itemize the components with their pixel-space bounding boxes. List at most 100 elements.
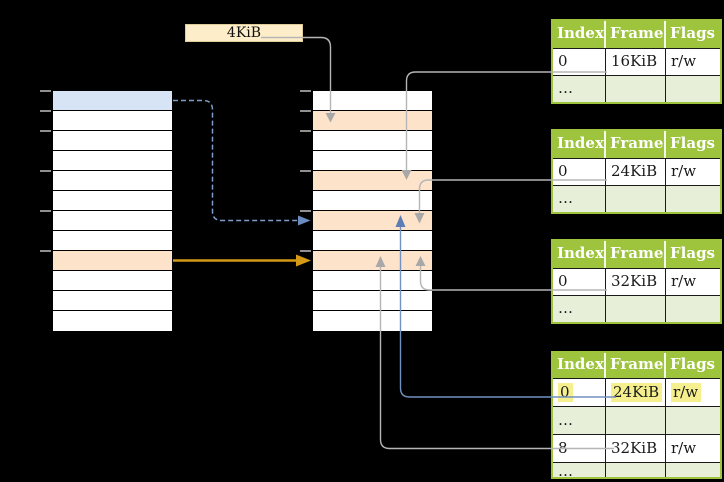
connector-left-blue-row-arrow bbox=[173, 99, 311, 226]
memory-row bbox=[53, 211, 172, 231]
page-table-cell: 0 bbox=[553, 49, 606, 75]
address-tick bbox=[300, 250, 311, 252]
column-header-index: Index bbox=[553, 21, 606, 48]
memory-row bbox=[313, 151, 432, 171]
page-table-row: … bbox=[553, 75, 720, 102]
page-table-row: … bbox=[553, 462, 720, 477]
memory-row bbox=[53, 311, 172, 331]
address-tick bbox=[300, 110, 311, 112]
column-header-frame: Frame bbox=[606, 353, 666, 378]
page-table-cell: 32KiB bbox=[606, 269, 666, 295]
memory-row bbox=[53, 271, 172, 291]
page-table-row: … bbox=[553, 185, 720, 212]
page-table-cell bbox=[666, 296, 720, 322]
page-table-cell bbox=[606, 186, 666, 212]
memory-row-blue bbox=[53, 91, 172, 111]
column-header-frame: Frame bbox=[606, 131, 666, 158]
memory-row bbox=[53, 291, 172, 311]
page-table-cell: 0 bbox=[553, 269, 606, 295]
column-header-flags: Flags bbox=[670, 244, 715, 262]
memory-row bbox=[313, 131, 432, 151]
address-tick bbox=[300, 210, 311, 212]
column-header-flags: Flags bbox=[670, 134, 715, 152]
column-header-index: Index bbox=[553, 241, 606, 268]
memory-row bbox=[53, 191, 172, 211]
page-table-cell: … bbox=[553, 296, 606, 322]
page-table-cell bbox=[606, 296, 666, 322]
memory-row bbox=[53, 151, 172, 171]
column-header-frame: Frame bbox=[606, 241, 666, 268]
column-header-flags: Flags bbox=[670, 355, 715, 373]
highlighted-value: 24KiB bbox=[611, 383, 663, 402]
connector-left-orange-row-arrow bbox=[173, 254, 311, 267]
page-table-cell: r/w bbox=[671, 162, 697, 180]
address-tick bbox=[40, 90, 51, 92]
page-size-label: 4KiB bbox=[185, 24, 303, 42]
memory-row bbox=[313, 91, 432, 111]
memory-row bbox=[313, 271, 432, 291]
column-header-frame: Frame bbox=[606, 21, 666, 48]
highlighted-value: 0 bbox=[558, 383, 573, 402]
page-table-cell bbox=[666, 463, 720, 477]
page-table-row: 0 24KiB r/w bbox=[553, 378, 720, 406]
memory-row-orange bbox=[313, 211, 432, 231]
page-table-cell: r/w bbox=[666, 379, 720, 406]
address-tick bbox=[300, 130, 311, 132]
address-tick bbox=[40, 110, 51, 112]
address-tick bbox=[40, 210, 51, 212]
highlighted-value: r/w bbox=[671, 383, 702, 402]
page-table-cell: 0 bbox=[553, 159, 606, 185]
memory-row bbox=[313, 311, 432, 331]
page-table-cell: r/w bbox=[671, 272, 697, 290]
page-table-cell: 24KiB bbox=[606, 159, 666, 185]
page-table-cell: r/w bbox=[671, 439, 697, 457]
memory-row-orange bbox=[313, 171, 432, 191]
page-table-cell: 24KiB bbox=[606, 379, 666, 406]
page-table-cell: 0 bbox=[553, 379, 606, 406]
page-table-cell: … bbox=[553, 76, 606, 102]
page-table-cell: 16KiB bbox=[606, 49, 666, 75]
memory-row bbox=[53, 111, 172, 131]
memory-row bbox=[53, 231, 172, 251]
page-table-cell: 32KiB bbox=[606, 435, 666, 462]
page-table-cell bbox=[606, 407, 666, 434]
memory-row bbox=[313, 291, 432, 311]
page-table-cell bbox=[666, 407, 720, 434]
address-tick bbox=[40, 130, 51, 132]
page-table-cell: … bbox=[553, 407, 606, 434]
memory-row bbox=[53, 131, 172, 151]
memory-row bbox=[313, 191, 432, 211]
page-table-cell bbox=[606, 463, 666, 477]
page-table-row: … bbox=[553, 295, 720, 322]
address-tick bbox=[40, 250, 51, 252]
page-table-cell bbox=[666, 76, 720, 102]
column-header-index: Index bbox=[553, 353, 606, 378]
memory-row bbox=[53, 171, 172, 191]
memory-row-orange bbox=[53, 251, 172, 271]
memory-row-orange bbox=[313, 251, 432, 271]
address-tick bbox=[300, 90, 311, 92]
memory-row-orange bbox=[313, 111, 432, 131]
address-tick bbox=[40, 170, 51, 172]
page-table-cell: 8 bbox=[553, 435, 606, 462]
virtual-memory-column bbox=[52, 90, 173, 332]
column-header-index: Index bbox=[553, 131, 606, 158]
page-table-cell: … bbox=[553, 186, 606, 212]
column-header-flags: Flags bbox=[670, 24, 715, 42]
page-table-cell bbox=[606, 76, 666, 102]
page-table-cell bbox=[666, 186, 720, 212]
page-table-cell: … bbox=[553, 463, 606, 477]
memory-row bbox=[313, 231, 432, 251]
